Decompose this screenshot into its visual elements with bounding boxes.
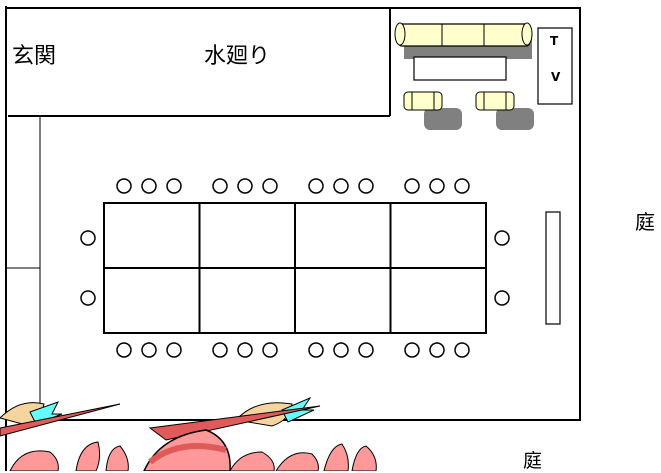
chair-top bbox=[454, 178, 470, 194]
chair-top bbox=[237, 178, 253, 194]
water-area-label: 水廻り bbox=[204, 44, 271, 69]
chair-left bbox=[80, 230, 96, 246]
cushion-decoration bbox=[0, 396, 377, 471]
chair-top bbox=[262, 178, 278, 194]
garden-label-bottom: 庭 bbox=[523, 450, 543, 472]
tv-label-t: T bbox=[550, 34, 559, 48]
chair-top bbox=[141, 178, 157, 194]
garden-label-right: 庭 bbox=[635, 210, 655, 234]
tv-label-v: V bbox=[551, 70, 561, 84]
chair-bottom bbox=[454, 342, 470, 358]
chair-bottom bbox=[212, 342, 228, 358]
chair-top bbox=[333, 178, 349, 194]
table-cell bbox=[294, 202, 392, 269]
table-cell bbox=[103, 202, 201, 269]
chair-bottom bbox=[262, 342, 278, 358]
living-table bbox=[413, 56, 507, 81]
chairs bbox=[80, 178, 510, 358]
tv-stand bbox=[537, 27, 573, 105]
chair-right bbox=[494, 290, 510, 306]
chair-bottom bbox=[358, 342, 374, 358]
armchair-right bbox=[475, 91, 534, 130]
chair-top bbox=[308, 178, 324, 194]
chair-top bbox=[116, 178, 132, 194]
chair-bottom bbox=[333, 342, 349, 358]
table-cell bbox=[389, 202, 487, 269]
chair-top bbox=[358, 178, 374, 194]
table-cell bbox=[294, 267, 392, 334]
chair-bottom bbox=[308, 342, 324, 358]
chair-bottom bbox=[141, 342, 157, 358]
conference-table bbox=[103, 202, 487, 334]
chair-bottom bbox=[237, 342, 253, 358]
entrance-label: 玄関 bbox=[12, 44, 57, 69]
table-cell bbox=[389, 267, 487, 334]
chair-bottom bbox=[116, 342, 132, 358]
chair-top bbox=[166, 178, 182, 194]
armchair-left bbox=[403, 91, 462, 130]
sofa bbox=[394, 22, 533, 59]
chair-bottom bbox=[429, 342, 445, 358]
chair-bottom bbox=[404, 342, 420, 358]
table-cell bbox=[198, 202, 296, 269]
chair-right bbox=[494, 230, 510, 246]
side-shelf bbox=[545, 211, 561, 325]
room-walls bbox=[5, 6, 581, 471]
chair-bottom bbox=[166, 342, 182, 358]
chair-left bbox=[80, 290, 96, 306]
table-cell bbox=[198, 267, 296, 334]
chair-top bbox=[404, 178, 420, 194]
chair-top bbox=[212, 178, 228, 194]
left-corridor bbox=[6, 116, 41, 420]
table-cell bbox=[103, 267, 201, 334]
chair-top bbox=[429, 178, 445, 194]
